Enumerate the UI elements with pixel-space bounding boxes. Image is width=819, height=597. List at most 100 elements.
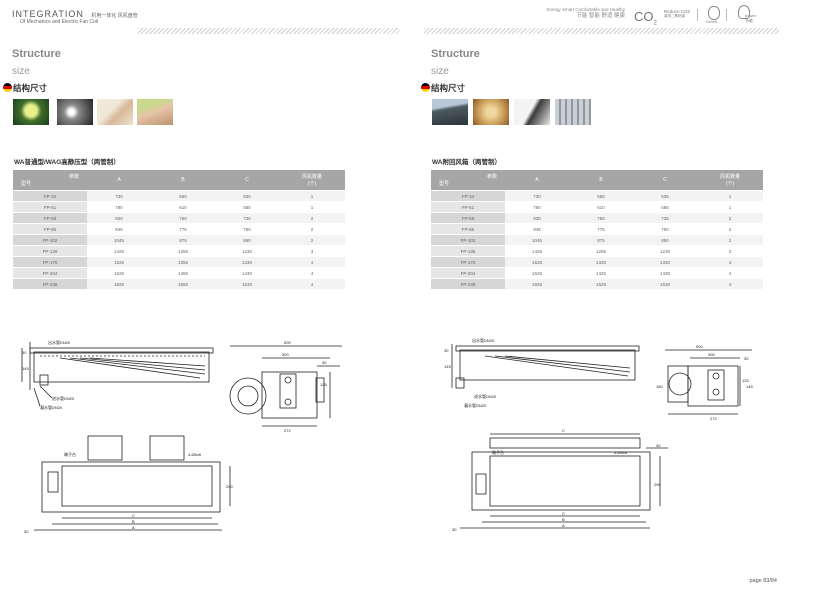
model-cell: FP-204 bbox=[431, 267, 505, 279]
value-cell: 1 bbox=[279, 190, 345, 202]
value-cell: 535 bbox=[215, 190, 279, 202]
value-cell: 3 bbox=[279, 245, 345, 257]
germany-flag-icon bbox=[3, 83, 12, 92]
value-cell: 1825 bbox=[87, 278, 151, 290]
value-cell: 585 bbox=[215, 201, 279, 213]
value-cell: 535 bbox=[633, 190, 697, 202]
page-number: page 83/84 bbox=[749, 578, 777, 584]
model-cell: FP-51 bbox=[13, 201, 87, 213]
co2-text-cn: 减排二氧化碳 bbox=[664, 14, 685, 18]
co2-sub: 2 bbox=[653, 20, 657, 27]
value-cell: 735 bbox=[633, 212, 697, 224]
right-dim-b: B bbox=[562, 517, 565, 522]
model-cell: FP-238 bbox=[431, 278, 505, 290]
value-cell: 4 bbox=[279, 278, 345, 290]
model-cell: FP-170 bbox=[13, 256, 87, 268]
right-dim-30: 30 bbox=[744, 356, 749, 361]
value-cell: 560 bbox=[151, 190, 215, 202]
header-a: A bbox=[505, 170, 569, 191]
power-bulb-icon bbox=[738, 5, 750, 19]
photo-wheat bbox=[473, 99, 509, 125]
left-dim-300: 300 bbox=[282, 352, 289, 357]
value-cell: 1255 bbox=[569, 245, 633, 257]
badge-divider-2 bbox=[726, 9, 727, 21]
value-cell: 1425 bbox=[569, 267, 633, 279]
header-model: 型号 bbox=[21, 181, 32, 187]
right-label-water-in: 进水管DN20 bbox=[474, 393, 497, 399]
value-cell: 610 bbox=[569, 201, 633, 213]
right-side-view: 出水管DN20 进水管DN20 凝水管DN20 30 145 bbox=[444, 337, 640, 408]
value-cell: 750 bbox=[215, 223, 279, 235]
model-cell: FP-170 bbox=[431, 256, 505, 268]
value-cell: 1630 bbox=[215, 278, 279, 290]
header-param-model: 参数 型号 bbox=[431, 170, 505, 191]
green-leaf-icon bbox=[708, 6, 720, 20]
value-cell: 585 bbox=[633, 201, 697, 213]
right-header-hatch bbox=[424, 28, 779, 34]
right-dim-145: 145 bbox=[746, 384, 753, 389]
brand-subtitle: Of Mechanics and Electric Fan Coil bbox=[20, 19, 99, 25]
value-cell: 1045 bbox=[87, 234, 151, 246]
model-cell: FP-34 bbox=[13, 190, 87, 202]
header-param-model: 参数 型号 bbox=[13, 170, 87, 191]
value-cell: 850 bbox=[633, 234, 697, 246]
value-cell: 1325 bbox=[569, 256, 633, 268]
value-cell: 1525 bbox=[87, 256, 151, 268]
left-dim-b: B bbox=[132, 519, 135, 524]
value-cell: 875 bbox=[151, 234, 215, 246]
right-drawings: 出水管DN20 进水管DN20 凝水管DN20 30 145 500 300 3… bbox=[444, 337, 753, 532]
photo-family bbox=[97, 99, 133, 125]
header-c: C bbox=[215, 170, 279, 191]
model-cell: FP-68 bbox=[431, 212, 505, 224]
left-side-view: 出水管DN20 进水管DN20 凝水管DN20 30 145 bbox=[21, 339, 214, 410]
value-cell: 4 bbox=[279, 267, 345, 279]
table-header-row: 参数 型号 A B C 风机数量(个) bbox=[431, 170, 763, 191]
right-dim-500: 500 bbox=[696, 344, 703, 349]
left-table-title: WA普通型/WAG高静压型（两管制） bbox=[14, 159, 120, 166]
badge-divider-1 bbox=[697, 9, 698, 21]
header-b: B bbox=[151, 170, 215, 191]
photo-pipes bbox=[555, 99, 591, 125]
left-dim-30-bottom: 30 bbox=[24, 529, 29, 534]
photo-solar-roof bbox=[432, 99, 468, 125]
value-cell: 1355 bbox=[151, 256, 215, 268]
brand-title: INTEGRATION 机电一体化 风机盘管 bbox=[12, 9, 138, 19]
model-cell: FP-85 bbox=[13, 223, 87, 235]
model-cell: FP-51 bbox=[431, 201, 505, 213]
right-dim-145-side: 145 bbox=[444, 364, 451, 369]
value-cell: 1230 bbox=[633, 245, 697, 257]
value-cell: 2 bbox=[697, 234, 763, 246]
value-cell: 945 bbox=[87, 223, 151, 235]
right-dim-290: 290 bbox=[654, 482, 661, 487]
co2-text-en: Reduce CO2 bbox=[664, 9, 691, 14]
right-label-top-outlet: 出水管DN20 bbox=[472, 337, 495, 343]
right-dim-c-top: C bbox=[562, 428, 565, 433]
left-top-view: 端子台 4-Ø6x6 290 C B A 30 bbox=[24, 435, 233, 534]
value-cell: 730 bbox=[87, 190, 151, 202]
right-dim-272: 272 bbox=[710, 416, 717, 421]
left-dim-30: 30 bbox=[322, 360, 327, 365]
header-param: 参数 bbox=[486, 174, 497, 180]
brand-name: INTEGRATION bbox=[12, 9, 84, 19]
right-end-view: 500 300 30 125 145 180 272 bbox=[656, 344, 753, 421]
left-label-top-outlet: 出水管DN20 bbox=[48, 339, 71, 345]
tagline-cn: 节能 智能 舒适 健康 bbox=[576, 13, 625, 19]
left-dim-a: A bbox=[132, 525, 135, 530]
value-cell: 1255 bbox=[151, 245, 215, 257]
right-label-holes: 4-Ø6x6 bbox=[614, 450, 628, 455]
model-cell: FP-238 bbox=[13, 278, 87, 290]
value-cell: 4 bbox=[697, 278, 763, 290]
co2-badge: CO2 bbox=[634, 9, 657, 27]
value-cell: 780 bbox=[505, 201, 569, 213]
model-cell: FP-68 bbox=[13, 212, 87, 224]
